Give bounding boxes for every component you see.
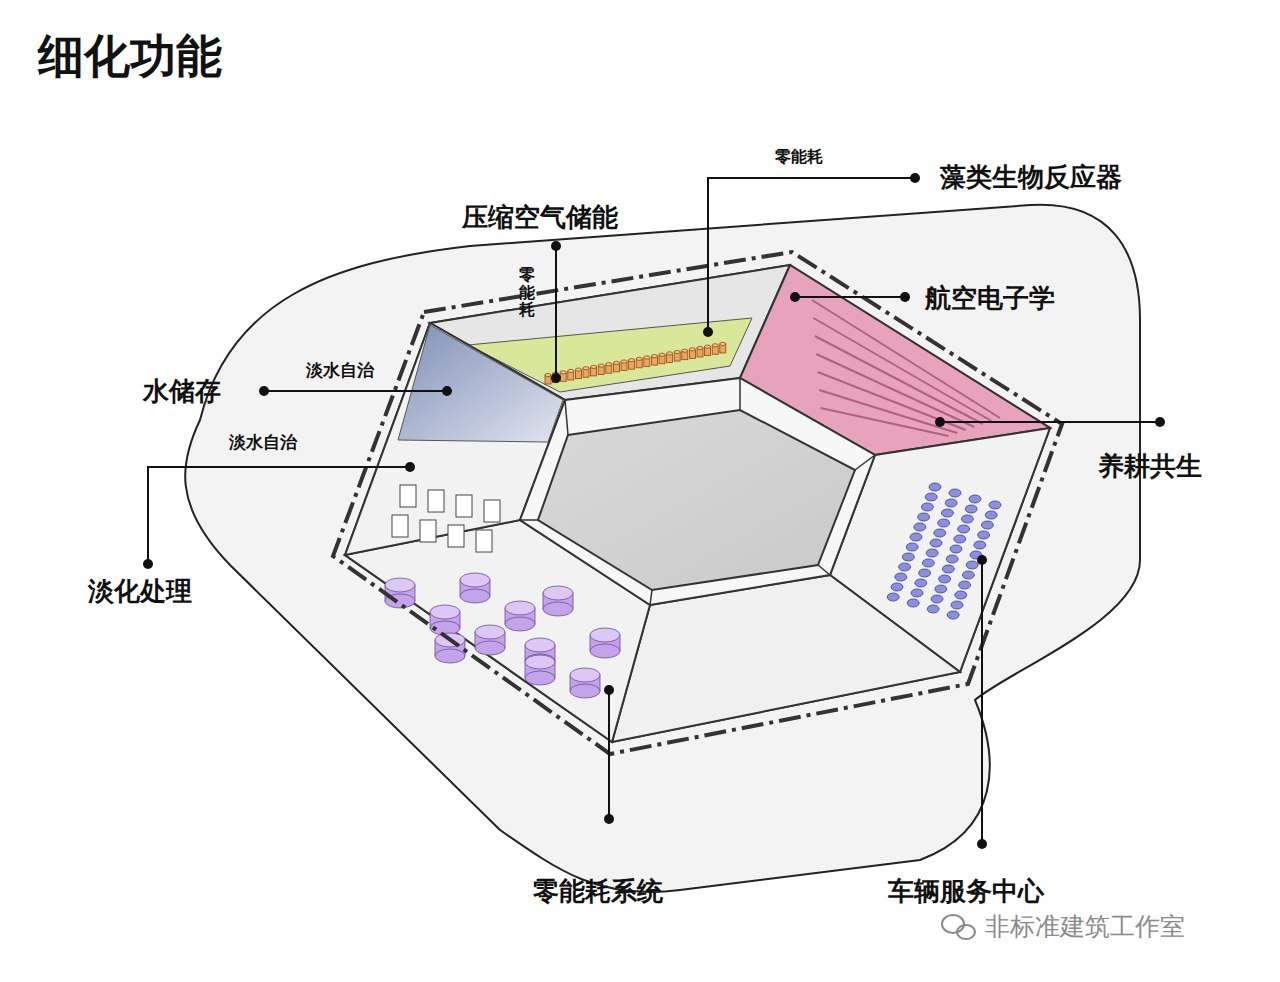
note-label: 零能耗 bbox=[519, 266, 535, 319]
callout-label: 零能耗系统 bbox=[533, 874, 663, 909]
page-title: 细化功能 bbox=[38, 26, 222, 88]
watermark: 非标准建筑工作室 bbox=[985, 910, 1185, 943]
equipment-repeats bbox=[385, 300, 1001, 698]
callout-label: 压缩空气储能 bbox=[462, 200, 618, 235]
water-storage bbox=[398, 325, 563, 442]
callout-label: 淡化处理 bbox=[88, 574, 192, 609]
callout-label: 藻类生物反应器 bbox=[940, 160, 1122, 195]
building-base bbox=[345, 265, 1050, 742]
callout-label: 水储存 bbox=[143, 374, 221, 409]
site-outline bbox=[185, 205, 1140, 892]
note-label: 淡水自治 bbox=[229, 431, 297, 454]
callout-label: 养耕共生 bbox=[1098, 449, 1202, 484]
note-label: 零能耗 bbox=[775, 147, 823, 168]
boundary-dash bbox=[333, 252, 1062, 754]
note-label: 淡水自治 bbox=[306, 359, 374, 382]
inner-wall bbox=[520, 378, 875, 605]
leader-dots bbox=[143, 173, 1165, 849]
callout-label: 车辆服务中心 bbox=[888, 874, 1044, 909]
callout-label: 航空电子学 bbox=[925, 281, 1055, 316]
central-court bbox=[538, 410, 855, 590]
leader-lines bbox=[148, 178, 1160, 842]
wechat-icon bbox=[942, 915, 975, 939]
